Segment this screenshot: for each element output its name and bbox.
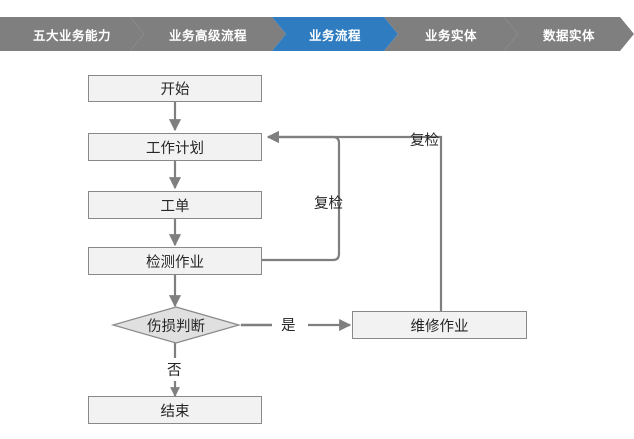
node-start-label: 开始 [160,82,190,98]
edge-label-no: 否 [167,363,182,379]
breadcrumb-item-label: 业务实体 [424,27,477,43]
breadcrumb-item-capabilities[interactable]: 五大业务能力 [0,17,144,51]
node-end[interactable]: 结束 [88,396,262,424]
flowchart-canvas: 开始 工作计划 工单 检测作业 维修作业 结束 伤损判断 复检 复检 是 否 [0,55,634,439]
node-damage-decision-label: 伤损判断 [147,318,205,335]
node-damage-decision-shape[interactable] [110,306,242,344]
edge-label-reinspect-outer: 复检 [410,133,439,149]
node-repair[interactable]: 维修作业 [352,311,527,339]
breadcrumb-item-high-level-process[interactable]: 业务高级流程 [130,17,286,51]
node-end-label: 结束 [160,403,190,420]
breadcrumb: 五大业务能力 业务高级流程 业务流程 业务实体 数据实体 [0,17,634,51]
flowchart-connectors [110,102,443,397]
node-inspection[interactable]: 检测作业 [88,247,262,275]
node-inspection-label: 检测作业 [146,254,204,271]
edge-label-reinspect-inner: 复检 [314,196,343,212]
breadcrumb-item-business-process[interactable]: 业务流程 [272,17,398,51]
breadcrumb-item-business-entity[interactable]: 业务实体 [384,17,518,51]
breadcrumb-item-label: 业务高级流程 [168,27,247,43]
node-repair-label: 维修作业 [410,318,469,335]
connector-reinspect-outer [266,130,443,311]
node-work-plan[interactable]: 工作计划 [88,133,262,161]
breadcrumb-item-label: 五大业务能力 [32,27,111,43]
node-work-order[interactable]: 工单 [88,191,262,219]
breadcrumb-item-data-entity[interactable]: 数据实体 [504,17,634,51]
breadcrumb-item-label: 业务流程 [308,27,361,43]
node-start[interactable]: 开始 [88,75,262,102]
edge-label-yes: 是 [281,318,296,334]
breadcrumb-item-label: 数据实体 [542,27,595,43]
node-work-order-label: 工单 [160,198,190,215]
node-work-plan-label: 工作计划 [146,140,204,157]
